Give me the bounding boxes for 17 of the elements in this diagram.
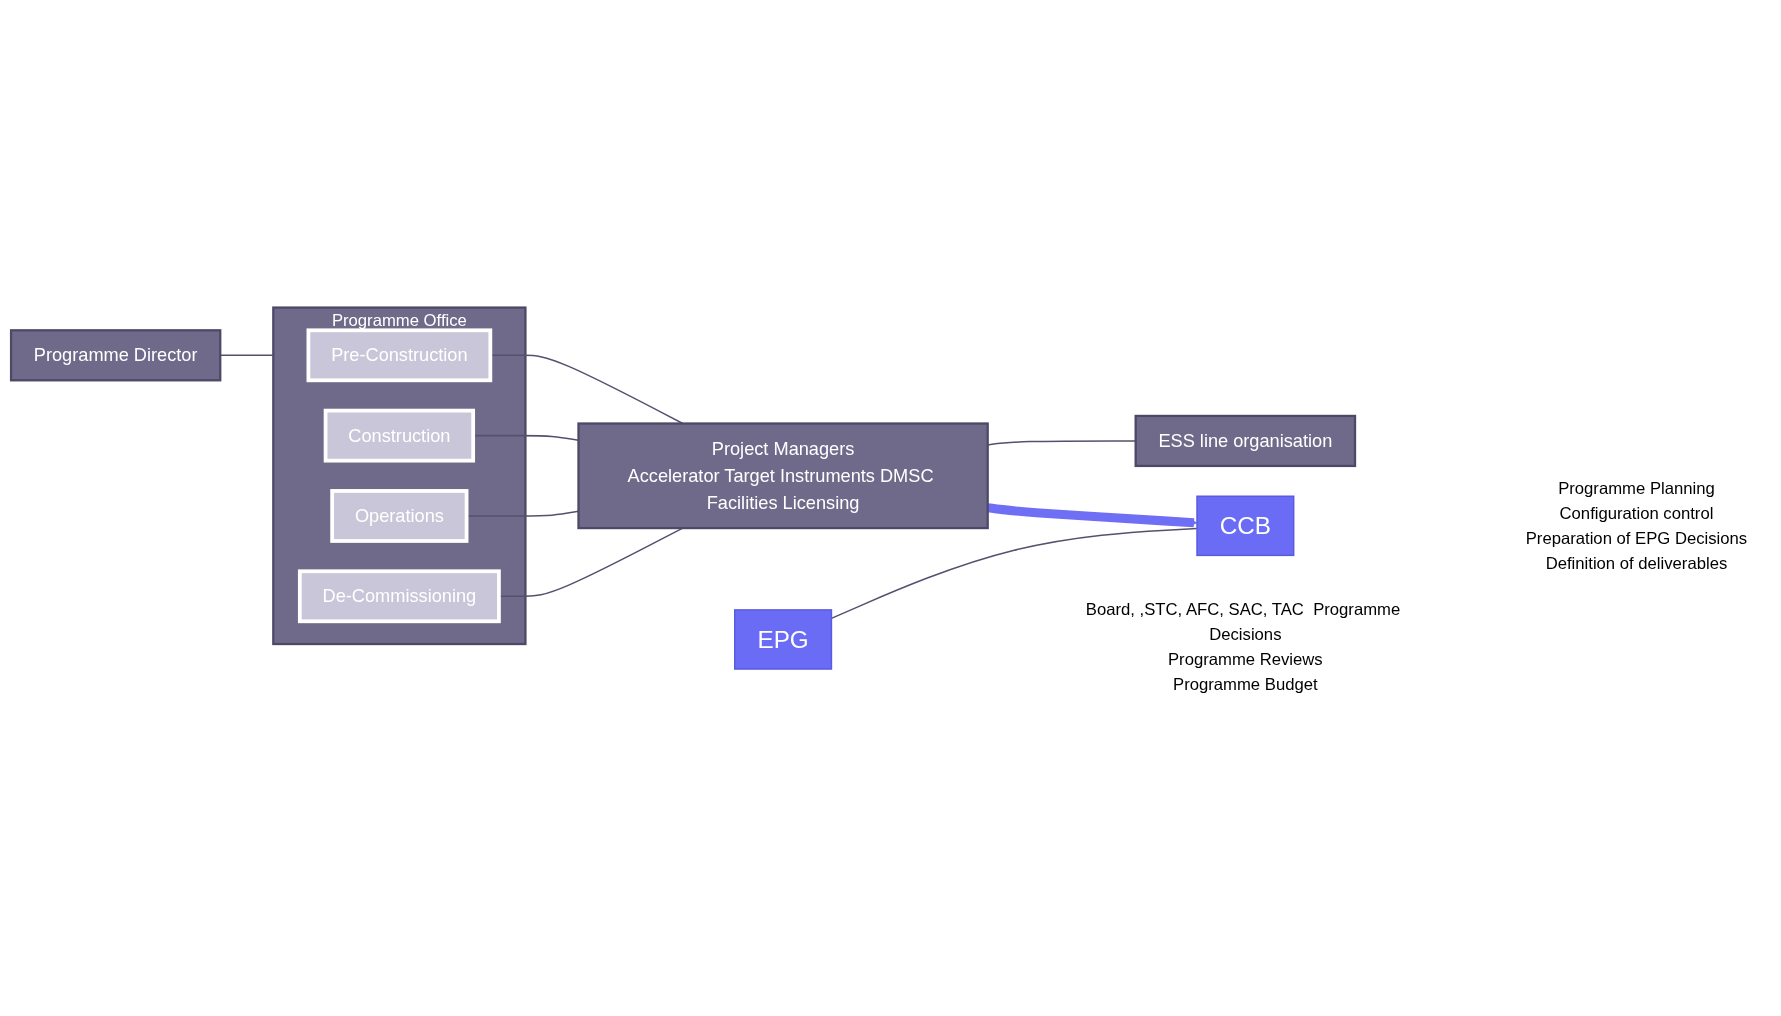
node-box: ESS line organisation [1134,414,1357,468]
node-label: Programme Budget [1173,675,1318,695]
node-box: Construction [323,408,476,463]
arrow [987,503,1198,528]
node-box: Programme Director [9,329,222,382]
node-label: Configuration control [1559,503,1714,523]
node-box: CCB [1196,495,1295,557]
node-label: Preparation of EPG Decisions [1525,528,1748,548]
node-box: De-Commissioning [297,569,501,624]
node-box: Project Managers Accelerator Target Instruments DMSC Facilities Licensing [577,422,989,530]
node-box: Operations [330,489,469,543]
node-label: Definition of deliverables [1545,553,1728,573]
node-label: Board, ,STC, AFC, SAC, TAC Programme Decisions [1085,600,1401,645]
node-label: Programme Reviews [1167,650,1323,670]
node-box: Pre-Construction [306,328,493,383]
node-box: EPG [734,609,833,670]
node-label: Programme Planning [1558,478,1715,498]
